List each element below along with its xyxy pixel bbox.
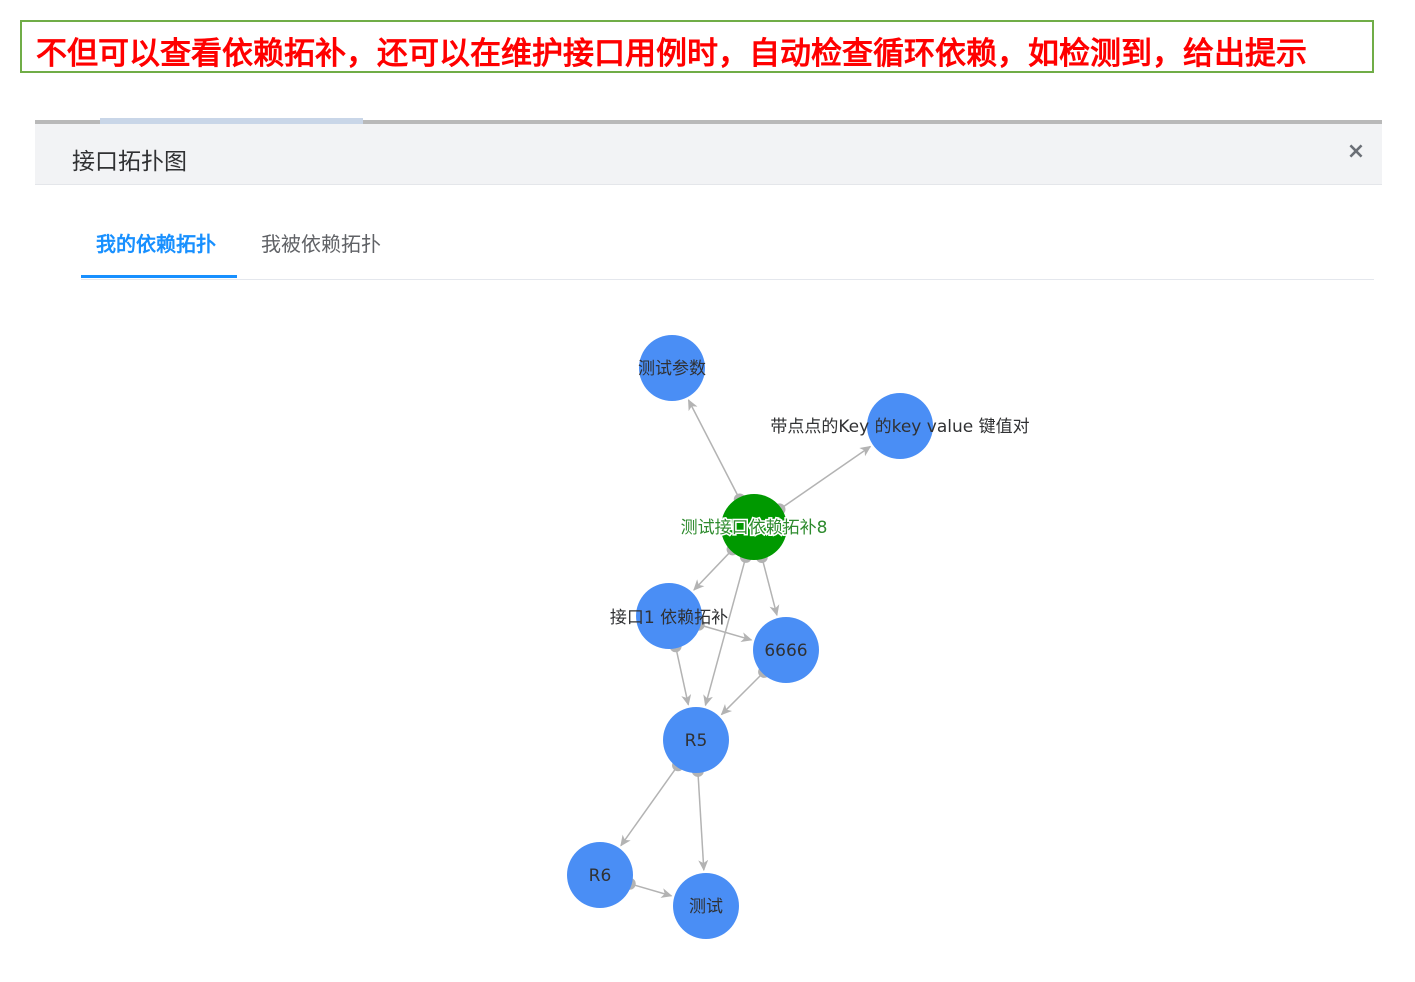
graph-node-label: R5 <box>685 731 708 751</box>
graph-node[interactable] <box>567 842 633 908</box>
tab-my-dependencies[interactable]: 我的依赖拓扑 <box>96 231 216 277</box>
topology-dialog: 接口拓扑图 × 我的依赖拓扑 我被依赖拓扑 测试接口依赖拓补8 测试参数带点点的K… <box>35 124 1382 982</box>
graph-node-label: 接口1 依赖拓补 <box>610 608 728 628</box>
edge-center-n4 <box>762 560 780 617</box>
edge-n4-n5 <box>720 674 762 716</box>
tab-label: 我被依赖拓扑 <box>261 232 381 256</box>
edge-n3-n5 <box>675 650 692 706</box>
edge-n5-n6 <box>620 768 677 847</box>
graph-node-label: 6666 <box>764 641 807 661</box>
edge-center-n1 <box>687 399 739 497</box>
graph-node[interactable] <box>639 335 705 401</box>
annotation-banner: 不但可以查看依赖拓补，还可以在维护接口用例时，自动检查循环依赖，如检测到，给出提… <box>20 20 1374 73</box>
edge-n6-n7 <box>633 884 673 898</box>
dialog-header: 接口拓扑图 × <box>35 124 1382 185</box>
dialog-title: 接口拓扑图 <box>72 149 187 175</box>
graph-node-label: 带点点的Key 的key value 键值对 <box>770 417 1029 437</box>
graph-node-label: 测试 <box>689 897 723 917</box>
graph-node-label: R6 <box>589 866 612 886</box>
graph-node-center[interactable] <box>721 494 787 560</box>
edge-n5-n7 <box>697 774 709 872</box>
graph-node-label: 测试接口依赖拓补8 <box>681 518 828 538</box>
tab-label: 我的依赖拓扑 <box>96 232 216 256</box>
graph-node[interactable] <box>867 393 933 459</box>
graph-node[interactable] <box>673 873 739 939</box>
background-tab <box>100 118 363 126</box>
tab-depended-by[interactable]: 我被依赖拓扑 <box>261 231 381 277</box>
edge-center-n2 <box>782 445 872 508</box>
graph-node-label: 测试参数 <box>638 359 706 379</box>
background-window-edge <box>35 120 1382 126</box>
tab-bar: 我的依赖拓扑 我被依赖拓扑 <box>81 219 1374 280</box>
graph-node[interactable] <box>753 617 819 683</box>
annotation-text: 不但可以查看依赖拓补，还可以在维护接口用例时，自动检查循环依赖，如检测到，给出提… <box>36 36 1307 72</box>
close-icon[interactable]: × <box>1346 139 1366 164</box>
graph-node[interactable] <box>663 707 729 773</box>
edge-n3-n4 <box>702 625 753 642</box>
active-tab-indicator <box>81 275 237 278</box>
edge-center-n3 <box>693 551 731 591</box>
graph-node[interactable] <box>636 583 702 649</box>
